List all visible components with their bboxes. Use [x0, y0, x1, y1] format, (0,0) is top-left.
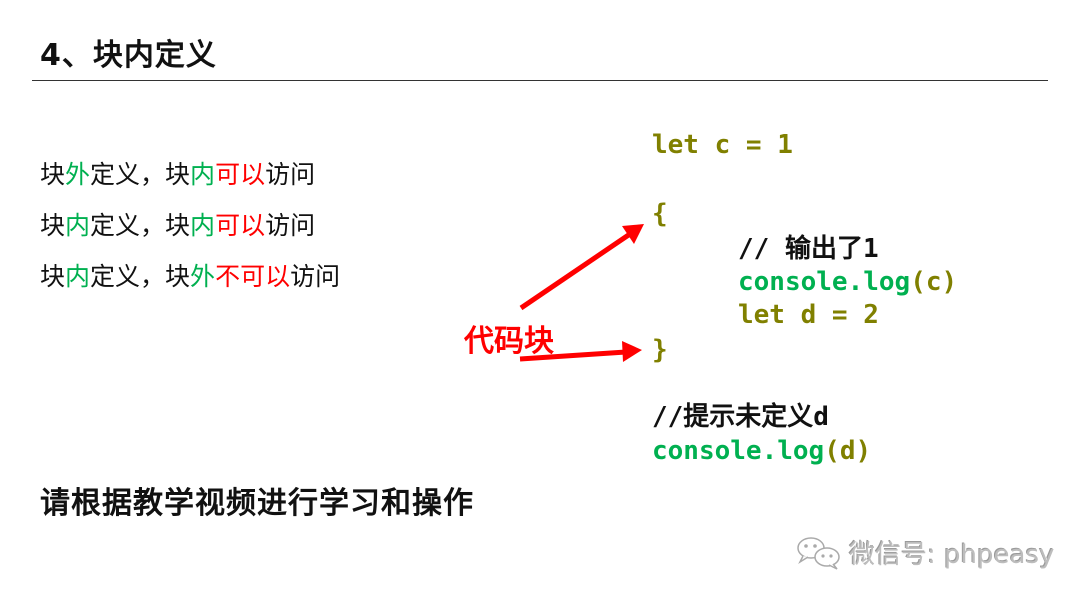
code-console-log-c: console.log(c) — [738, 267, 958, 297]
title-divider — [32, 80, 1048, 81]
code-block-label: 代码块 — [464, 324, 554, 359]
code-comment-output: // 输出了1 — [738, 234, 879, 264]
watermark: 微信号: phpeasy — [795, 534, 1054, 571]
code-console-log-d: console.log(d) — [652, 436, 872, 466]
rule-line-2: 块内定义，块内可以访问 — [40, 211, 316, 240]
slide-title: 4、块内定义 — [40, 38, 217, 73]
arrow-to-close-brace-icon — [519, 341, 642, 362]
arrow-to-open-brace-icon — [519, 224, 644, 311]
instruction-text: 请根据教学视频进行学习和操作 — [40, 486, 474, 521]
wechat-icon — [797, 536, 840, 570]
code-comment-undefined: //提示未定义d — [652, 402, 829, 432]
code-open-brace: { — [652, 199, 668, 229]
rule-line-3: 块内定义，块外不可以访问 — [40, 262, 341, 291]
watermark-text: 微信号: phpeasy — [849, 540, 1055, 570]
scope-rules: 块外定义，块内可以访问 块内定义，块内可以访问 块内定义，块外不可以访问 — [40, 155, 340, 308]
code-close-brace: } — [652, 335, 668, 365]
code-let-c: let c = 1 — [652, 130, 793, 160]
rule-line-1: 块外定义，块内可以访问 — [40, 160, 316, 189]
code-let-d: let d = 2 — [738, 300, 879, 330]
